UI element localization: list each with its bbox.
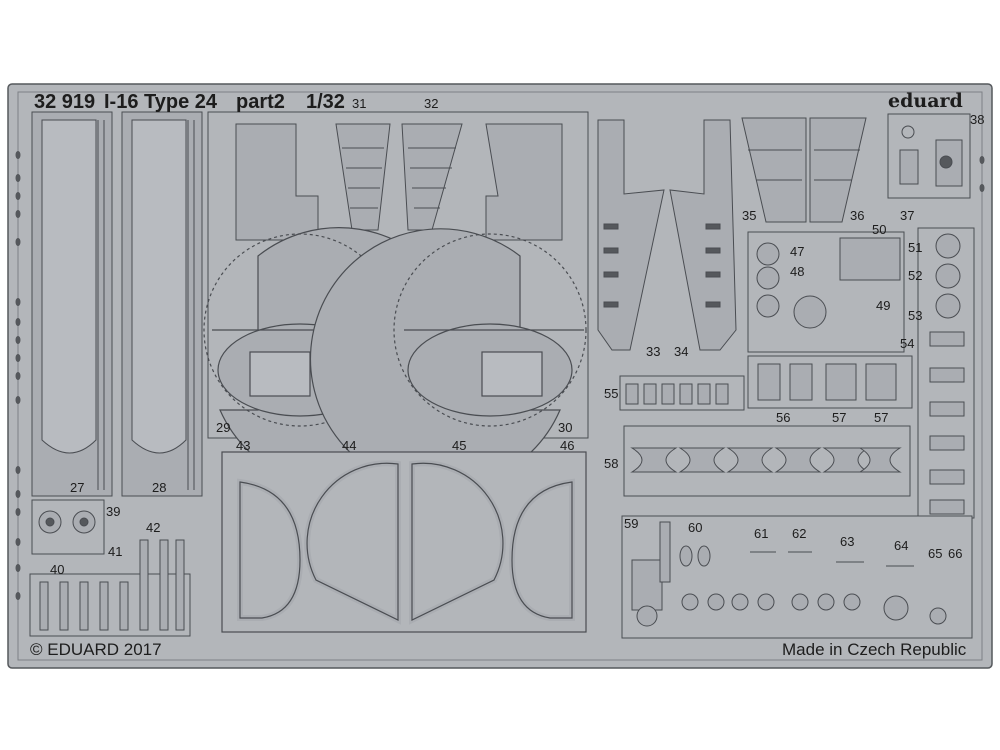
part-number: 59 <box>624 516 638 531</box>
parts-39-42 <box>29 499 191 637</box>
part-number: 64 <box>894 538 908 553</box>
part-55 <box>619 375 745 411</box>
catalog-number: 32 919 <box>34 91 96 113</box>
parts-33-34 <box>597 119 737 351</box>
part-number-labels: 27 28 29 30 31 32 33 34 35 36 37 38 39 4… <box>50 96 984 577</box>
kit-title: I-16 Type 24 <box>104 91 218 113</box>
part-number: 45 <box>452 438 466 453</box>
part-number: 66 <box>948 546 962 561</box>
part-number: 28 <box>152 480 166 495</box>
part-number: 52 <box>908 268 922 283</box>
tear-drop-row <box>15 151 985 600</box>
parts-35-36 <box>741 117 867 223</box>
part-number: 35 <box>742 208 756 223</box>
part-number: 57 <box>832 410 846 425</box>
part-number: 56 <box>776 410 790 425</box>
part-number: 58 <box>604 456 618 471</box>
part-number: 53 <box>908 308 922 323</box>
part-number: 65 <box>928 546 942 561</box>
part-number: 29 <box>216 420 230 435</box>
long-panel-left <box>31 111 203 497</box>
part-number: 32 <box>424 96 438 111</box>
part-number: 47 <box>790 244 804 259</box>
brand-logo: eduard <box>888 90 963 112</box>
part-number: 54 <box>900 336 914 351</box>
part-number: 38 <box>970 112 984 127</box>
part-number: 55 <box>604 386 618 401</box>
part-number: 27 <box>70 480 84 495</box>
part-number: 40 <box>50 562 64 577</box>
part-number: 46 <box>560 438 574 453</box>
part-number: 43 <box>236 438 250 453</box>
part-number: 49 <box>876 298 890 313</box>
part-number: 48 <box>790 264 804 279</box>
part-number: 42 <box>146 520 160 535</box>
origin-label: Made in Czech Republic <box>782 640 967 659</box>
part-number: 37 <box>900 208 914 223</box>
parts-47-49 <box>747 231 905 353</box>
part-number: 30 <box>558 420 572 435</box>
part-number: 62 <box>792 526 806 541</box>
part-number: 61 <box>754 526 768 541</box>
scale-label: 1/32 <box>306 91 345 113</box>
part-number: 51 <box>908 240 922 255</box>
wheel-cover-30 <box>309 228 587 490</box>
canopy-frames-43-46 <box>221 451 587 633</box>
sheet-label: part2 <box>236 91 285 113</box>
part-number: 41 <box>108 544 122 559</box>
part-number: 34 <box>674 344 688 359</box>
part-number: 31 <box>352 96 366 111</box>
part-58-row <box>623 425 911 497</box>
part-number: 50 <box>872 222 886 237</box>
parts-59-66 <box>621 515 973 639</box>
parts-37-38 <box>887 113 971 199</box>
parts-51-54 <box>917 227 975 519</box>
copyright: © EDUARD 2017 <box>30 640 162 659</box>
part-number: 60 <box>688 520 702 535</box>
part-number: 63 <box>840 534 854 549</box>
part-number: 33 <box>646 344 660 359</box>
part-number: 36 <box>850 208 864 223</box>
part-number: 57 <box>874 410 888 425</box>
part-number: 44 <box>342 438 356 453</box>
parts-56-57-strip <box>747 355 913 409</box>
part-number: 39 <box>106 504 120 519</box>
